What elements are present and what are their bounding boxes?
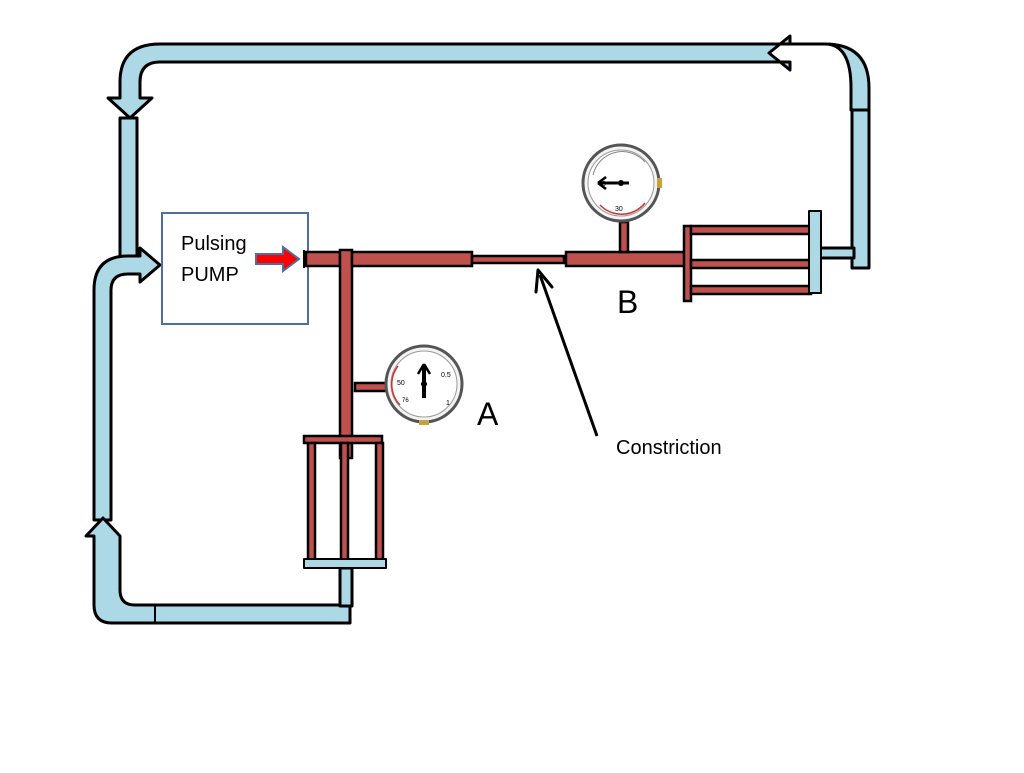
- pressure-pipe-main-left: [350, 250, 474, 268]
- gauge-b-scale-bottom: 30: [615, 206, 623, 213]
- cylinder-b: [682, 210, 822, 303]
- return-pipe-right-tee: [818, 246, 856, 260]
- gauge-a-inner-bottom: 1: [446, 400, 450, 407]
- gauge-a-outer-top: 50: [397, 380, 405, 387]
- cylinder-a: [302, 434, 387, 569]
- return-pipe-left-upper: [118, 116, 139, 260]
- pressure-gauge-b: 0 30: [581, 143, 662, 223]
- return-pipe-top: [106, 34, 871, 120]
- return-pipe-bottom-riser: [338, 566, 354, 608]
- pressure-pipe-main-right: [564, 250, 688, 268]
- gauge-a-stem: [353, 381, 391, 393]
- pump-label-line2: PUMP: [181, 264, 239, 286]
- return-pipe-pump-inlet: [92, 246, 162, 522]
- pressure-pipe-outlet: [304, 250, 342, 268]
- label-b: B: [617, 284, 638, 320]
- pressure-pipe-riser-a: [338, 248, 354, 460]
- return-pipe-bottom: [84, 516, 352, 625]
- constriction: [470, 254, 566, 265]
- gauge-a-outer-bottom: 76: [402, 398, 409, 404]
- gauge-a-inner-top: 0.5: [441, 372, 451, 379]
- gauge-b-stem: [618, 220, 630, 254]
- constriction-pointer-arrow: [534, 268, 599, 437]
- return-pipe-right: [850, 108, 871, 270]
- pump-label-line1: Pulsing: [181, 233, 247, 255]
- pressure-gauge-a: 50 76 0.5 1: [384, 344, 464, 425]
- label-a: A: [477, 396, 499, 432]
- flow-arrow-icon: [255, 245, 301, 273]
- constriction-label: Constriction: [616, 437, 722, 459]
